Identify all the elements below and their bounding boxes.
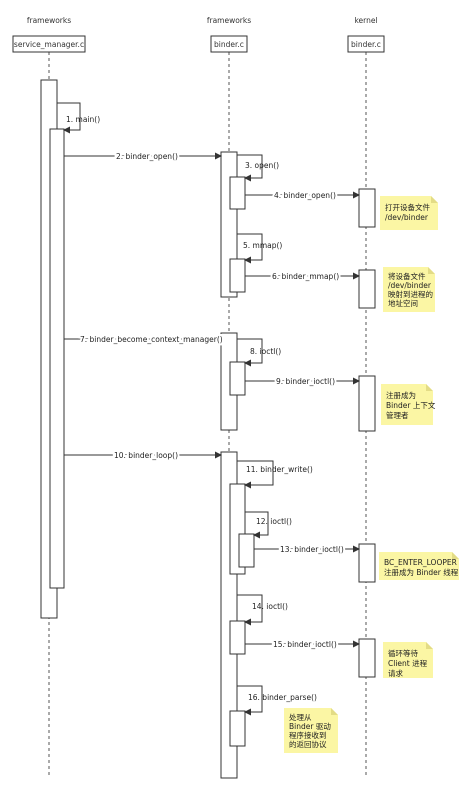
activation-bar	[229, 258, 246, 293]
participant-group-label: kernel	[354, 16, 377, 25]
activation-bar	[49, 128, 65, 589]
message-arrow	[237, 685, 263, 716]
message-label: 15. binder_ioctl()	[273, 640, 337, 649]
message-arrow	[237, 460, 274, 489]
message-arrow	[237, 338, 263, 367]
message-label: 8. ioctl()	[250, 347, 281, 356]
message-label: 11. binder_write()	[246, 465, 313, 474]
participant-name: binder.c	[351, 40, 381, 49]
activation-bar	[229, 620, 246, 655]
activation-bar	[358, 375, 376, 432]
message-label: 4. binder_open()	[274, 191, 336, 200]
message-label: 12. ioctl()	[256, 517, 292, 526]
activation-bar	[229, 361, 246, 396]
participant-box	[210, 35, 248, 53]
note-text: 处理从 Binder 驱动 程序接收到 的返回协议	[289, 712, 333, 749]
note: 处理从 Binder 驱动 程序接收到 的返回协议	[284, 708, 338, 753]
message-arrow	[237, 233, 263, 264]
message-label: 16. binder_parse()	[248, 693, 317, 702]
participant-group-label: frameworks	[27, 16, 71, 25]
message-arrow	[245, 511, 269, 539]
message-label: 10. binder_loop()	[114, 451, 178, 460]
message-label: 14. ioctl()	[252, 602, 288, 611]
message-label: 9. binder_ioctl()	[276, 377, 335, 386]
message-label: 2. binder_open()	[116, 152, 178, 161]
activation-bar	[358, 269, 376, 309]
note: 循环等待 Client 进程 请求	[383, 642, 433, 678]
message-label: 1. main()	[66, 115, 100, 124]
note: BC_ENTER_LOOPER 注册成为 Binder 线程	[379, 552, 459, 580]
activation-bar	[358, 638, 376, 678]
note-text: BC_ENTER_LOOPER 注册成为 Binder 线程	[384, 558, 459, 577]
note-text: 打开设备文件 /dev/binder	[385, 202, 432, 222]
note-text: 循环等待 Client 进程 请求	[388, 648, 430, 678]
note: 注册成为 Binder 上下文 管理者	[381, 384, 438, 425]
note: 将设备文件 /dev/binder 映射到进程的 地址空间	[383, 267, 435, 312]
activation-bar	[229, 710, 246, 747]
activation-bar	[238, 533, 255, 568]
note-text: 将设备文件 /dev/binder 映射到进程的 地址空间	[388, 271, 435, 308]
participant-name: service_manager.c	[14, 40, 84, 49]
message-arrow	[57, 102, 81, 134]
message-label: 5. mmap()	[243, 241, 282, 250]
message-arrow	[237, 594, 263, 626]
participant-group-label: frameworks	[207, 16, 251, 25]
participant-name: binder.c	[214, 40, 244, 49]
message-label: 3. open()	[245, 161, 279, 170]
message-label: 6. binder_mmap()	[272, 272, 339, 281]
note: 打开设备文件 /dev/binder	[380, 196, 438, 230]
participant-box	[12, 35, 86, 53]
message-label: 13. binder_ioctl()	[280, 545, 344, 554]
note-text: 注册成为 Binder 上下文 管理者	[386, 390, 438, 420]
participant-box	[347, 35, 385, 53]
message-label: 7. binder_become_context_manager()	[80, 335, 223, 344]
message-arrow	[237, 154, 263, 182]
activation-bar	[229, 176, 246, 210]
activation-bar	[358, 188, 376, 228]
activation-bar	[358, 543, 376, 583]
